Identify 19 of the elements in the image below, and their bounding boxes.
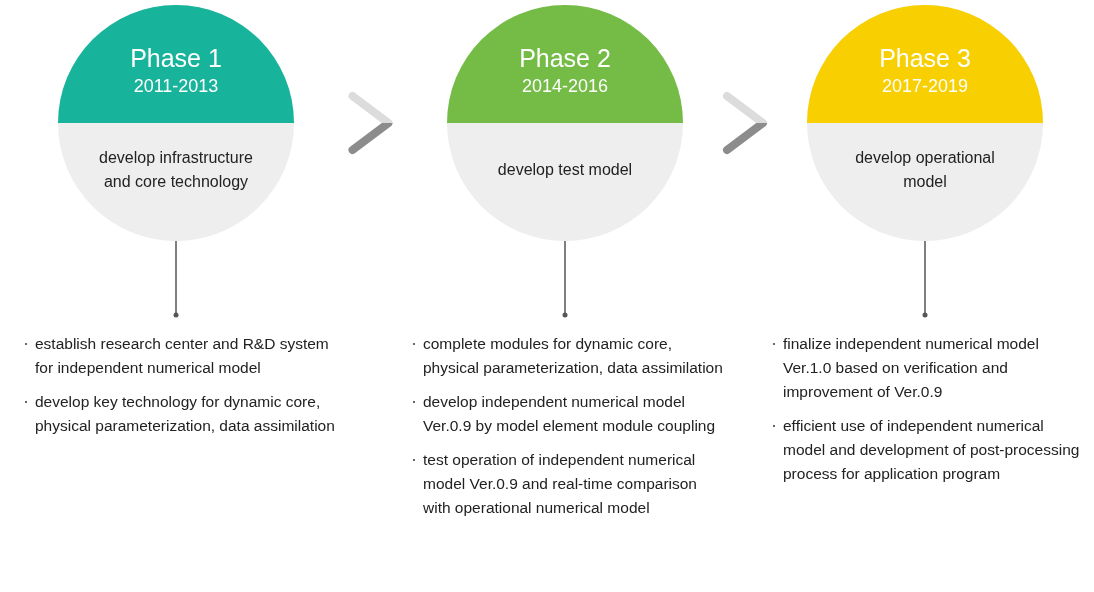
phase-years: 2017-2019 (881, 75, 969, 98)
connector-line (562, 240, 568, 318)
phase-years: 2014-2016 (521, 75, 609, 98)
phase-goal: develop test model (497, 160, 633, 180)
task-item: efficient use of independent numerical model and development of post-processing process for application program (773, 414, 1083, 486)
phase-goal: develop infrastructure and core technology (98, 148, 254, 192)
phase-goal: develop operational model (854, 148, 996, 192)
phase-title: Phase 2 (519, 43, 611, 73)
task-item: test operation of independent numerical model Ver.0.9 and real-time comparison with operational numerical model (413, 448, 723, 520)
phase-title: Phase 1 (130, 43, 222, 73)
phase-title: Phase 3 (879, 43, 971, 73)
phase-years: 2011-2013 (133, 75, 219, 98)
task-item: develop independent numerical model Ver.0.9 by model element module coupling (413, 390, 723, 438)
connector-line (173, 240, 179, 318)
connector-line (922, 240, 928, 318)
task-item: develop key technology for dynamic core, physical parameterization, data assimilation (25, 390, 335, 438)
task-item: finalize independent numerical model Ver.1.0 based on verification and improvement of Ver.0.9 (773, 332, 1083, 404)
task-item: establish research center and R&D system for independent numerical model (25, 332, 335, 380)
task-item: complete modules for dynamic core, physical parameterization, data assimilation (413, 332, 723, 380)
